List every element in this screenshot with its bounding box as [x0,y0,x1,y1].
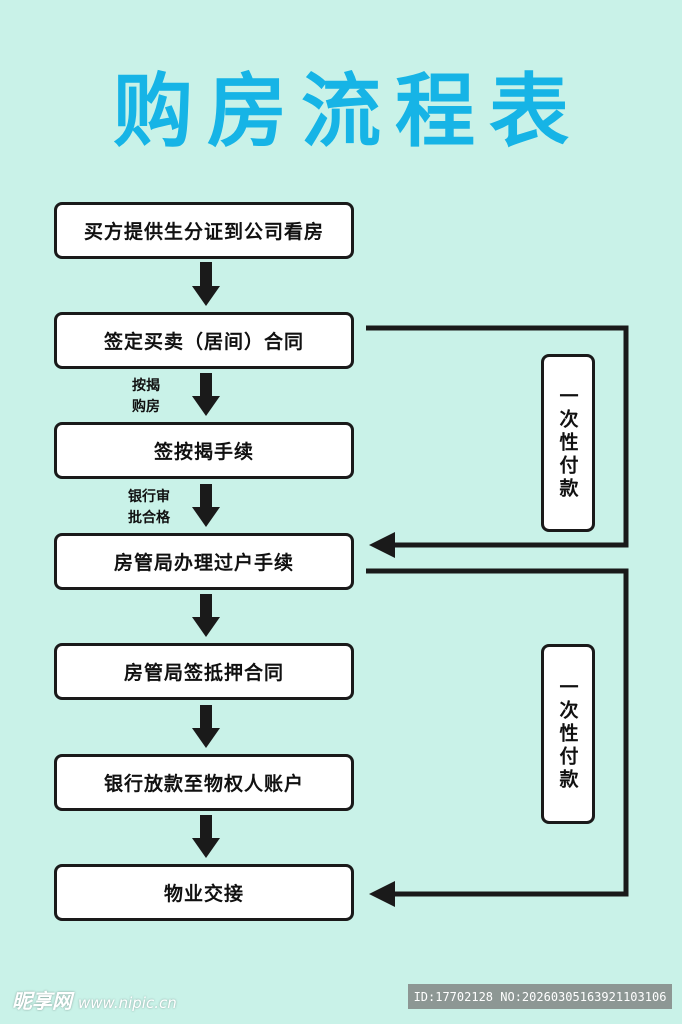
watermark-site-name: 昵享网 [12,989,72,1013]
page-title: 购房流程表 [113,65,583,158]
watermark-logo: 昵享网 www.nipic.cn [12,985,177,1014]
note-approval-line-2: 批合格 [128,510,170,526]
down-arrows [192,262,220,858]
side-label-one-time-payment-2: 一次性付款 [541,644,595,824]
down-arrow-4 [192,594,220,637]
step-6: 银行放款至物权人账户 [54,754,354,811]
step-1: 买方提供生分证到公司看房 [54,202,354,259]
route-line-1 [366,325,629,558]
side-label-one-time-payment-1: 一次性付款 [541,354,595,532]
step-5: 房管局签抵押合同 [54,643,354,700]
note-mortgage: 按揭 购房 [120,376,160,418]
note-approval: 银行审 批合格 [112,487,170,529]
step-3: 签按揭手续 [54,422,354,479]
down-arrow-6 [192,815,220,858]
down-arrow-3 [192,484,220,527]
note-approval-line-1: 银行审 [128,489,170,505]
step-7: 物业交接 [54,864,354,921]
down-arrow-1 [192,262,220,306]
down-arrow-2 [192,373,220,416]
watermark-url: www.nipic.cn [78,994,177,1012]
note-mortgage-line-2: 购房 [132,399,160,415]
note-mortgage-line-1: 按揭 [132,378,160,394]
route-line-2 [366,568,629,907]
watermark-id: ID:17702128 NO:20260305163921103106 [408,984,672,1009]
step-2: 签定买卖（居间）合同 [54,312,354,369]
down-arrow-5 [192,705,220,748]
step-4: 房管局办理过户手续 [54,533,354,590]
